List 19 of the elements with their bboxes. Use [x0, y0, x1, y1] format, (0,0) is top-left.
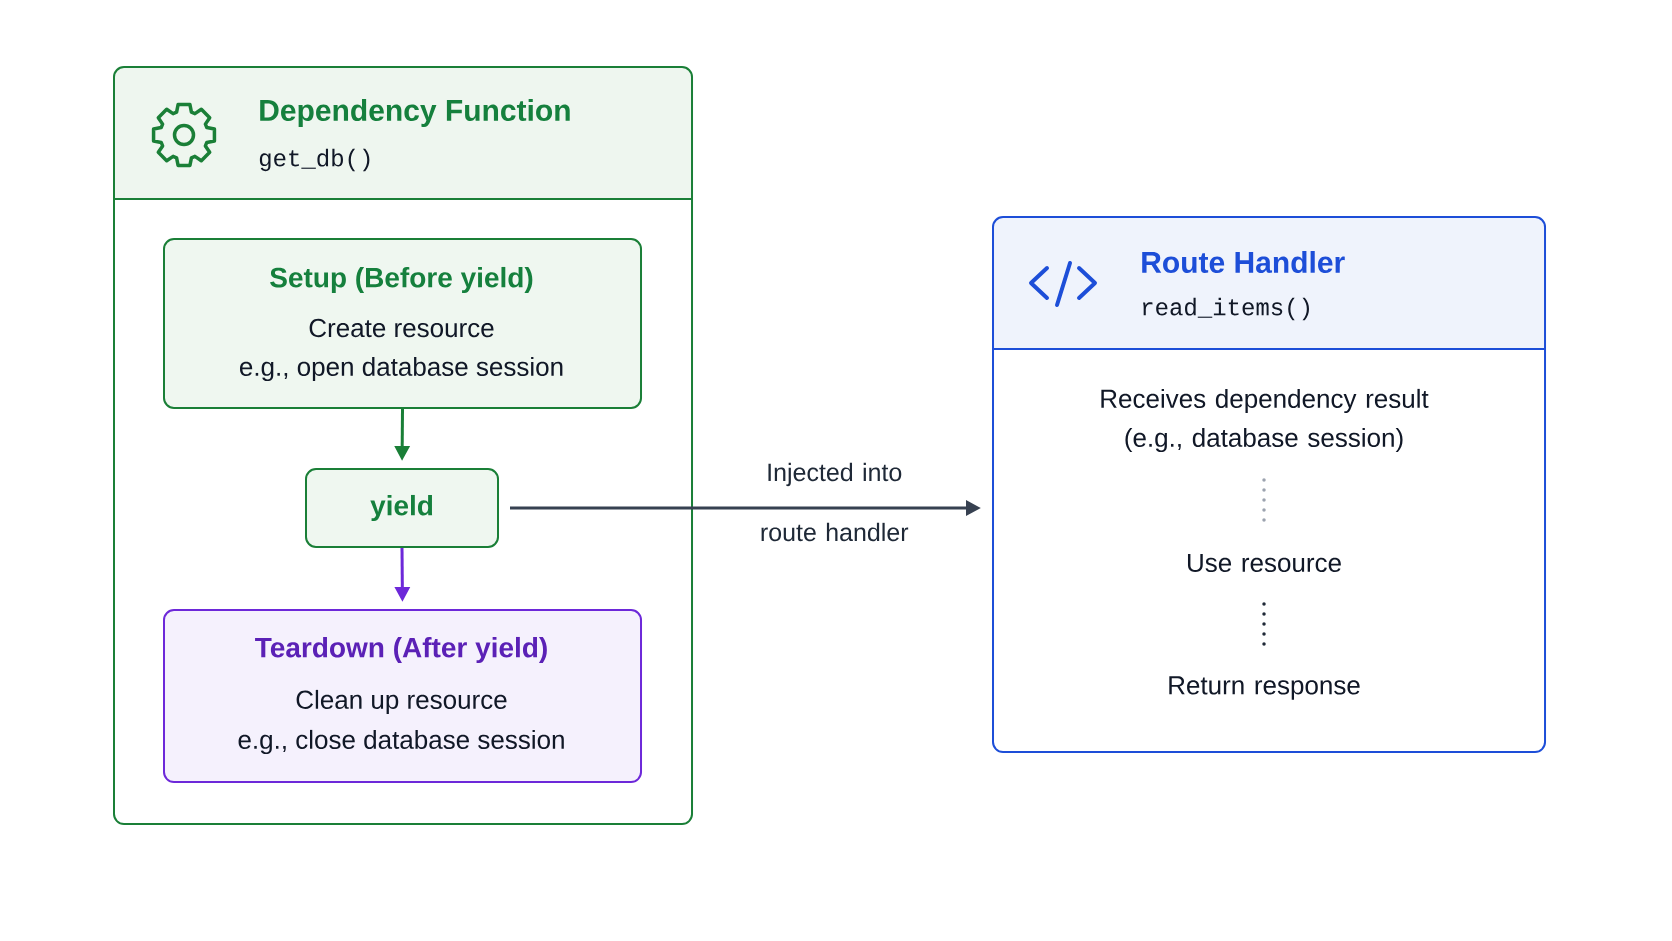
panel — [991, 216, 1547, 753]
panel-title: Dependency Function — [260, 99, 570, 127]
process-box — [163, 238, 642, 409]
box-title: Setup (Before yield) — [270, 266, 533, 294]
body-text: Receives dependency result (e.g., database session) — [1101, 388, 1429, 453]
process-box — [163, 609, 642, 783]
panel — [112, 66, 693, 825]
panel-title: Route Handler — [1142, 251, 1345, 273]
code-text: get_db() — [259, 148, 370, 172]
code-text: read_items() — [1143, 297, 1309, 321]
body-text: Use resource — [1188, 553, 1341, 573]
body-text: e.g., close database session — [238, 729, 564, 755]
process-box: yield — [305, 468, 499, 548]
body-text: Create resource — [309, 318, 494, 338]
body-text: e.g., open database session — [240, 356, 563, 382]
box-title: Teardown (After yield) — [255, 636, 547, 664]
body-text: Return response — [1169, 676, 1360, 700]
edge-label: Injected into route handler — [761, 462, 909, 542]
body-text: Clean up resource — [296, 689, 507, 715]
